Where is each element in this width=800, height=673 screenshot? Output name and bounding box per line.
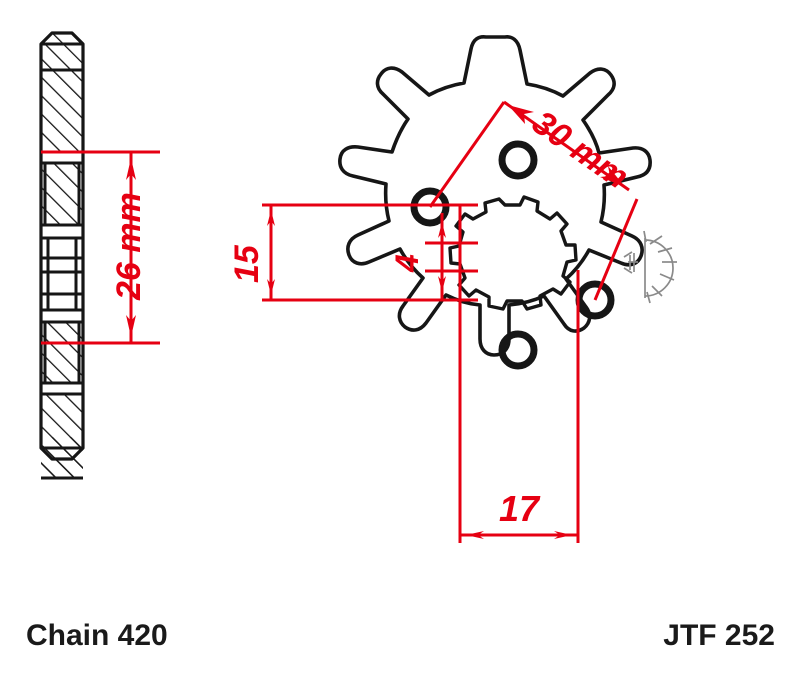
dimension-width-17: 17 bbox=[458, 205, 580, 543]
dim-30-arrow-end bbox=[600, 166, 625, 187]
dim-26-label: 26 mm bbox=[110, 192, 148, 301]
bolt-hole-top bbox=[498, 140, 538, 180]
dim-17-label: 17 bbox=[499, 488, 541, 529]
dim-15-arrow-bottom bbox=[267, 279, 275, 295]
dim-17-arrow-right bbox=[554, 531, 572, 539]
sprocket-tooth-profile bbox=[338, 35, 652, 357]
dim-26-arrow-top bbox=[126, 158, 136, 180]
sprocket-side-section-view bbox=[39, 31, 85, 480]
dim-30-arrow-start bbox=[508, 105, 534, 124]
chain-type-label: Chain 420 bbox=[26, 619, 168, 652]
dim-30-extension-a bbox=[428, 101, 506, 208]
dim-30-line bbox=[503, 100, 630, 192]
dim-26-arrow-bottom bbox=[126, 315, 136, 337]
dim-17-arrow-left bbox=[466, 531, 484, 539]
side-view-hatching bbox=[41, 33, 83, 478]
dim-4-arrow-bottom bbox=[438, 276, 446, 292]
dim-4-label: 4 bbox=[389, 254, 425, 273]
dimension-thickness-26: 26 mm bbox=[41, 150, 160, 345]
dim-15-label: 15 bbox=[228, 244, 266, 283]
bolt-hole-left bbox=[410, 187, 450, 227]
dim-15-arrow-top bbox=[267, 210, 275, 226]
dim-30-extension-b bbox=[593, 198, 639, 301]
bolt-hole-group bbox=[410, 140, 615, 370]
dimension-offset-4: 4 bbox=[389, 213, 478, 300]
dim-4-arrow-top bbox=[438, 222, 446, 238]
part-number-label: JTF 252 bbox=[663, 619, 775, 652]
side-view-bore-walls bbox=[43, 163, 81, 383]
surface-detail-symbol bbox=[623, 230, 677, 304]
sprocket-front-view bbox=[338, 35, 677, 370]
side-view-outline bbox=[39, 31, 85, 461]
bolt-hole-bottom bbox=[498, 330, 538, 370]
dimension-offset-15: 15 bbox=[228, 203, 478, 302]
